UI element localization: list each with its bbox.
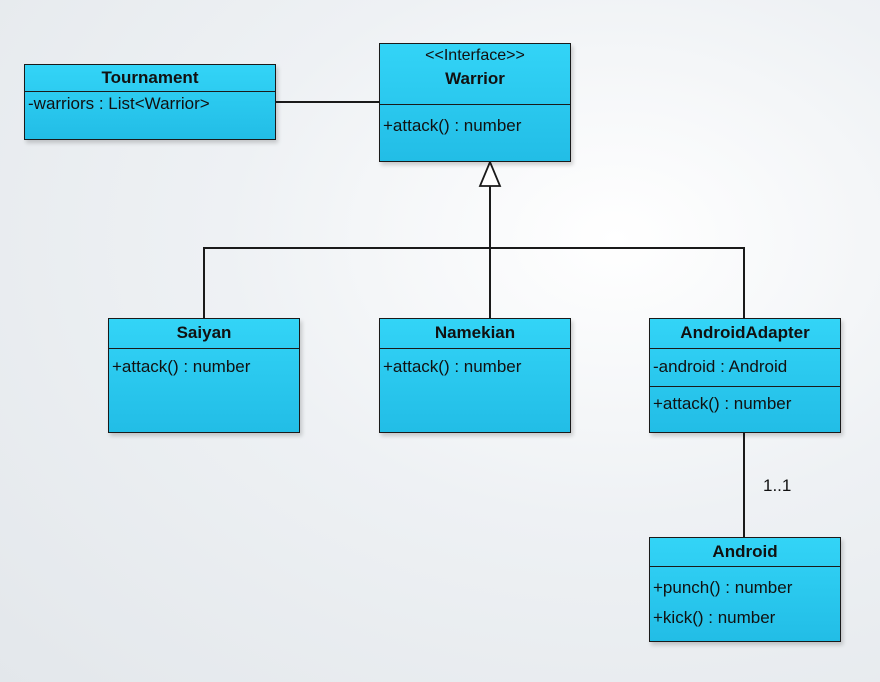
class-android[interactable]: Android +punch() : number +kick() : numb… (649, 537, 841, 642)
class-android-header: Android (650, 538, 840, 567)
interface-warrior-name: Warrior (445, 69, 505, 88)
class-android-method-punch: +punch() : number (653, 578, 793, 597)
class-android-adapter-methods: +attack() : number (650, 387, 840, 416)
interface-warrior-method: +attack() : number (383, 116, 522, 135)
interface-warrior-header: <<Interface>> Warrior (380, 44, 570, 105)
interface-warrior[interactable]: <<Interface>> Warrior +attack() : number (379, 43, 571, 162)
class-tournament[interactable]: Tournament -warriors : List<Warrior> (24, 64, 276, 140)
interface-stereotype: <<Interface>> (425, 47, 525, 64)
class-android-adapter-attribute: -android : Android (653, 357, 788, 376)
class-tournament-header: Tournament (25, 65, 275, 92)
interface-warrior-methods: +attack() : number (380, 105, 570, 138)
realization-arrowhead (478, 159, 502, 187)
class-android-method-kick: +kick() : number (653, 608, 776, 627)
realization-branch-lines (203, 247, 745, 318)
class-saiyan[interactable]: Saiyan +attack() : number (108, 318, 300, 433)
class-namekian-name: Namekian (434, 323, 516, 342)
class-saiyan-name: Saiyan (176, 323, 232, 342)
class-tournament-attribute: -warriors : List<Warrior> (28, 94, 210, 113)
class-tournament-name: Tournament (101, 68, 199, 87)
class-android-adapter-method: +attack() : number (653, 394, 792, 413)
class-android-name: Android (712, 542, 778, 561)
class-saiyan-method: +attack() : number (112, 357, 251, 376)
multiplicity-label: 1..1 (763, 476, 792, 495)
class-namekian[interactable]: Namekian +attack() : number (379, 318, 571, 433)
class-namekian-methods: +attack() : number (380, 349, 570, 379)
class-android-methods: +punch() : number +kick() : number (650, 567, 840, 633)
class-android-adapter-header: AndroidAdapter (650, 319, 840, 349)
class-namekian-method: +attack() : number (383, 357, 522, 376)
class-android-adapter-name: AndroidAdapter (680, 323, 810, 342)
class-tournament-attributes: -warriors : List<Warrior> (25, 92, 275, 116)
class-saiyan-header: Saiyan (109, 319, 299, 349)
class-android-adapter-attributes: -android : Android (650, 349, 840, 387)
class-saiyan-methods: +attack() : number (109, 349, 299, 379)
class-android-adapter[interactable]: AndroidAdapter -android : Android +attac… (649, 318, 841, 433)
class-namekian-header: Namekian (380, 319, 570, 349)
